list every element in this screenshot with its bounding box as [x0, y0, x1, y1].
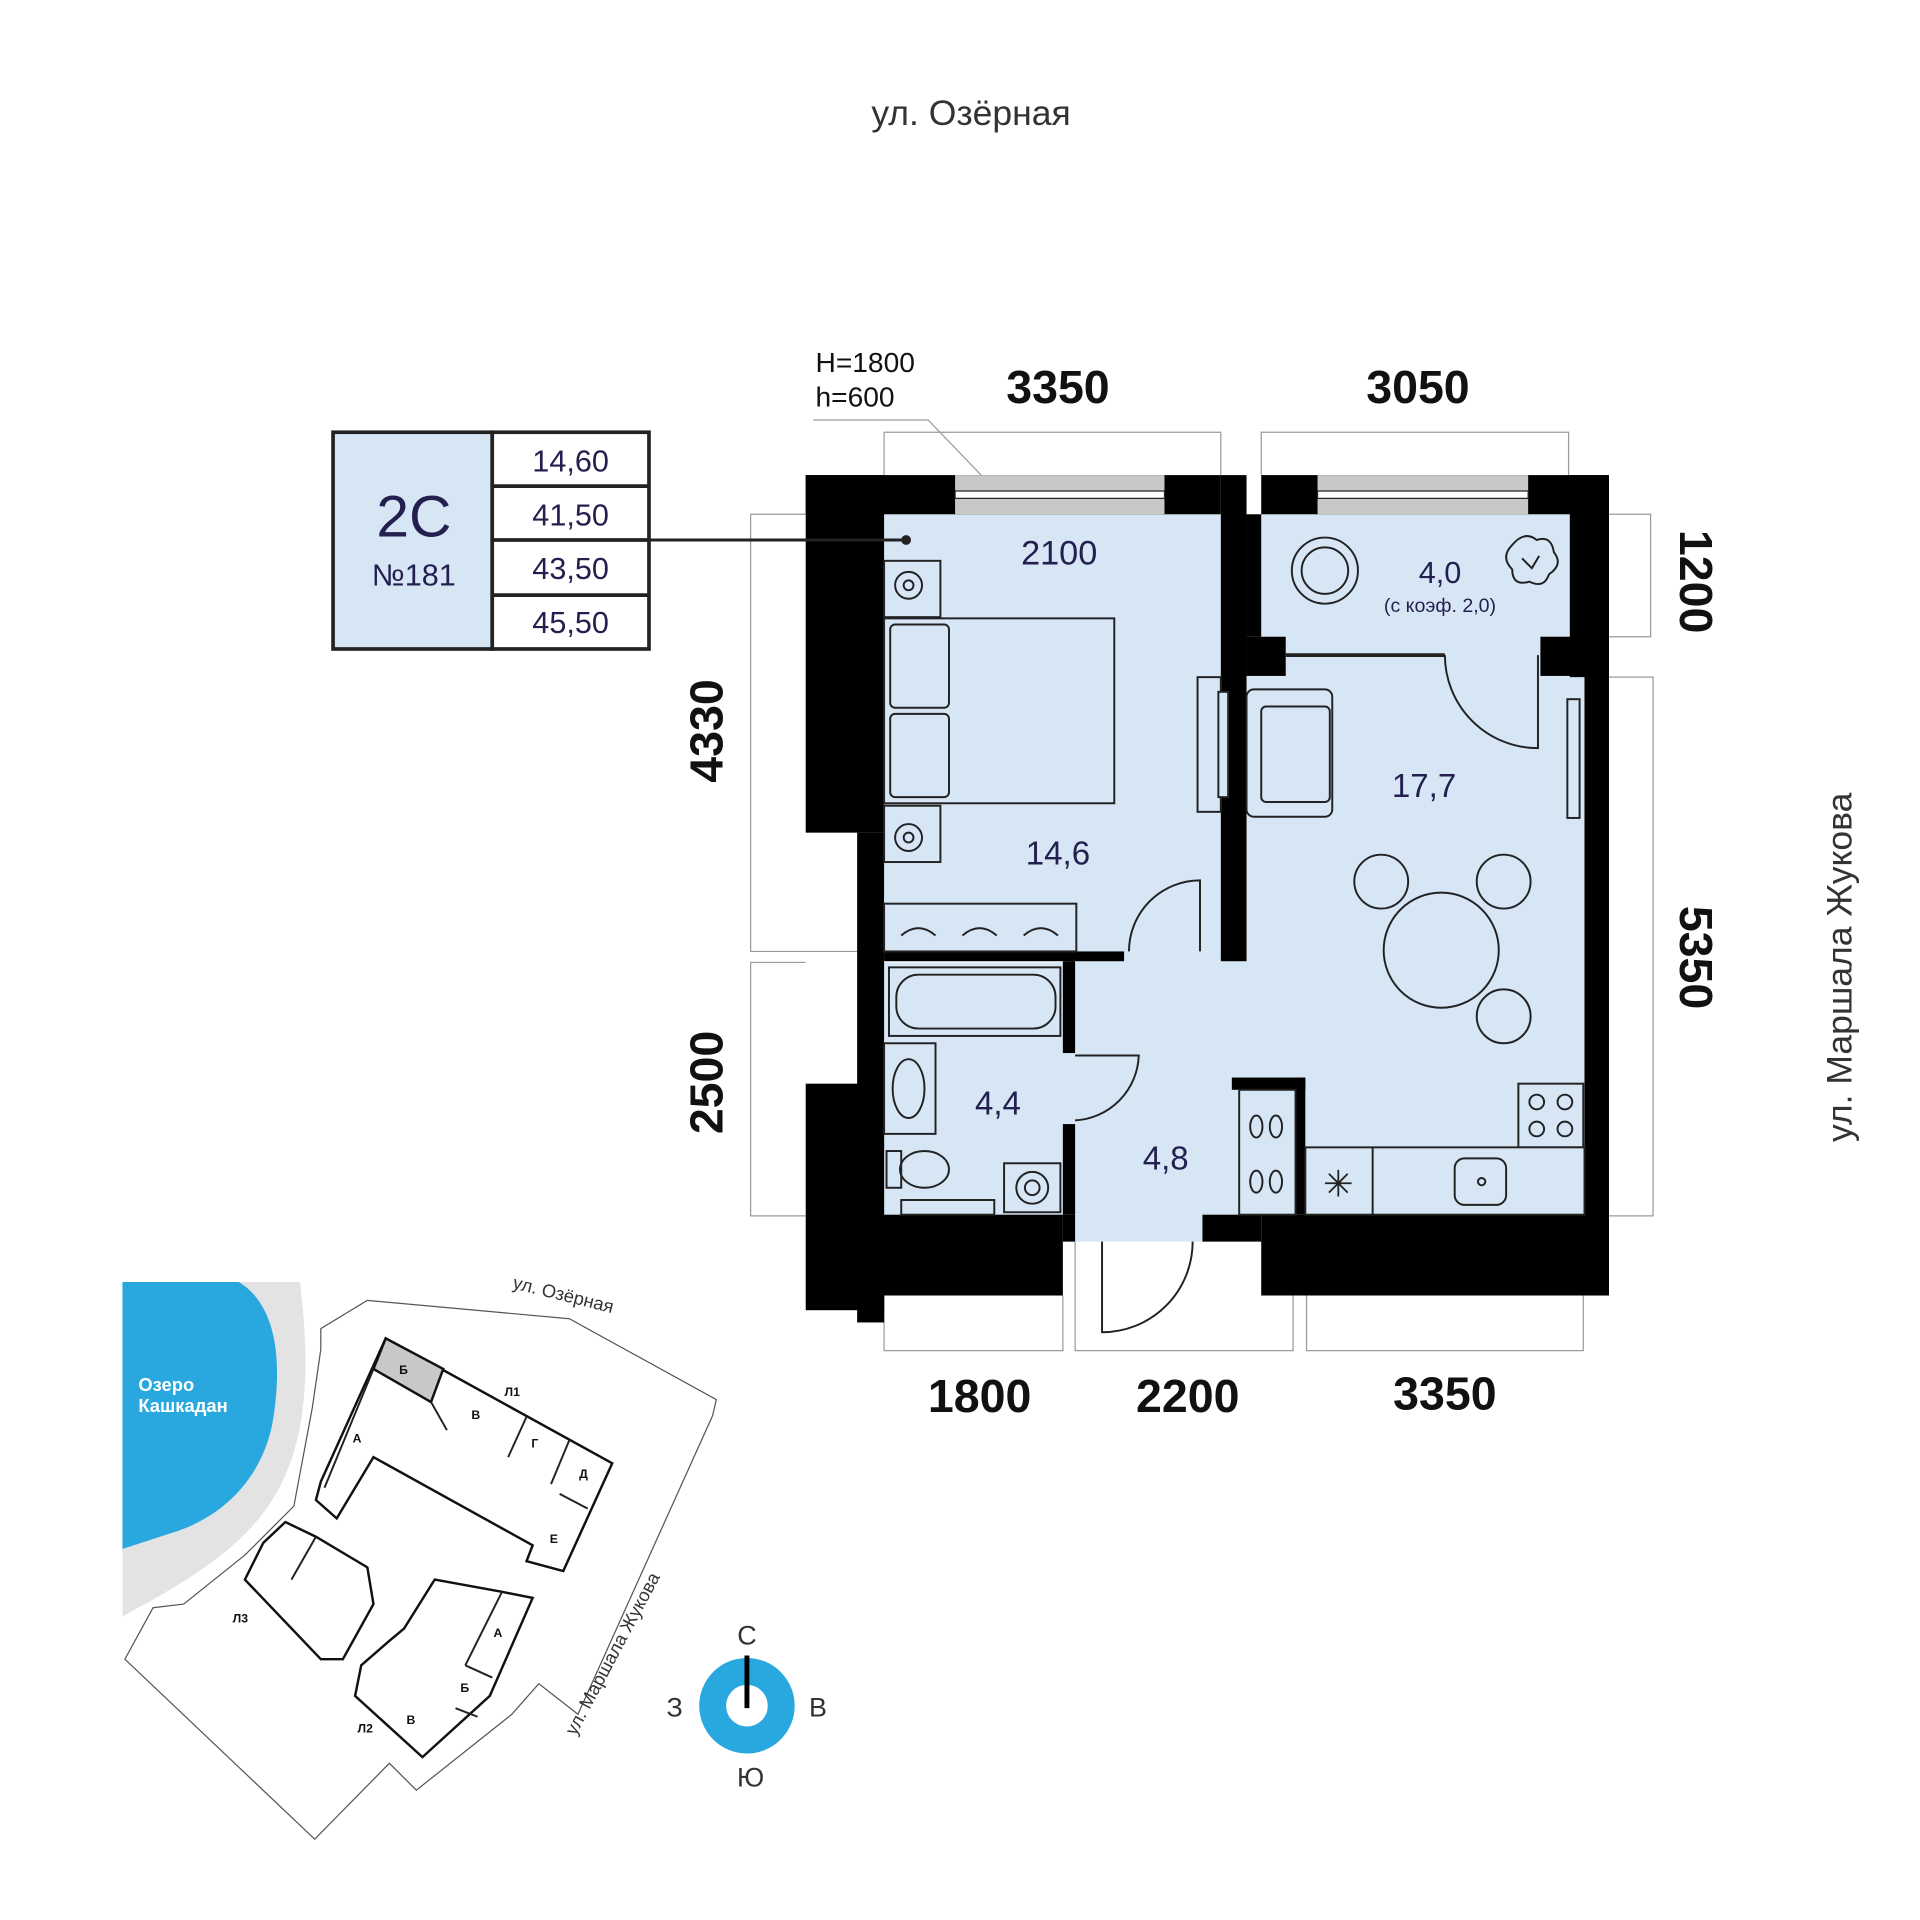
- window-sill-note: h=600: [816, 382, 895, 413]
- dim-top-left: 3350: [1006, 361, 1109, 413]
- tv-cabinet-icon: [1196, 676, 1230, 813]
- street-right-label: ул. Маршала Жукова: [1819, 792, 1859, 1142]
- section-l1-e: Е: [550, 1532, 558, 1546]
- dim-right-top: 1200: [1670, 530, 1722, 633]
- area-living: 14,60: [532, 444, 609, 478]
- room-area-bedroom: 14,6: [1026, 835, 1090, 872]
- entrance-door-icon: [1101, 1241, 1194, 1334]
- dining-table-icon: [1382, 891, 1500, 1009]
- lake-label-line2: Кашкадан: [138, 1395, 227, 1416]
- building-l3-label: Л3: [233, 1611, 249, 1625]
- bathroom-door-icon: [1075, 1054, 1140, 1122]
- kitchen-counter-icon: [1304, 1146, 1586, 1216]
- dim-left-top: 4330: [680, 679, 732, 782]
- section-l1-b: Б: [399, 1363, 408, 1377]
- section-l2-v: В: [407, 1713, 416, 1727]
- sofa-icon: [1245, 688, 1334, 818]
- lake: [122, 1282, 278, 1549]
- dim-top-right: 3050: [1366, 361, 1469, 413]
- compass-south: Ю: [737, 1763, 764, 1793]
- fridge-icon: ✳: [1323, 1163, 1354, 1204]
- section-l2-b: Б: [460, 1681, 469, 1695]
- lake-label-line1: Озеро: [138, 1374, 194, 1395]
- street-top-label: ул. Озёрная: [871, 93, 1070, 133]
- dim-bottom-left: 1800: [928, 1370, 1031, 1422]
- window-balcony: [1316, 475, 1529, 515]
- apartment-number: №181: [372, 558, 456, 592]
- building-l1: [314, 1336, 614, 1573]
- kitchen-sink-icon: [1453, 1157, 1508, 1206]
- window-width-label: 2100: [1021, 534, 1097, 572]
- shoe-rack-icon: [1238, 1088, 1297, 1216]
- room-area-balcony: 4,0: [1419, 556, 1462, 590]
- balcony-coefficient-note: (с коэф. 2,0): [1384, 595, 1496, 617]
- room-area-hall: 4,8: [1143, 1140, 1189, 1177]
- room-area-living: 17,7: [1392, 768, 1456, 805]
- window-height-note: H=1800: [816, 347, 915, 378]
- area-full: 45,50: [532, 606, 609, 640]
- section-l1-d: Д: [579, 1467, 588, 1481]
- bed-icon: [883, 617, 1116, 805]
- building-l3: [243, 1520, 375, 1661]
- washing-machine-icon: [1003, 1162, 1062, 1214]
- site-street-right: ул. Маршала Жукова: [561, 1568, 665, 1738]
- washbasin-icon: [883, 1042, 937, 1135]
- toilet-icon: [885, 1150, 950, 1189]
- area-total: 41,50: [532, 498, 609, 532]
- compass-north: С: [737, 1620, 756, 1650]
- balcony-armchair-icon: [1290, 536, 1359, 605]
- dim-left-bottom: 2500: [680, 1031, 732, 1134]
- bedroom-door-icon: [1128, 879, 1201, 952]
- chair-icon: [1353, 853, 1532, 1045]
- building-l1-label: Л1: [504, 1385, 520, 1399]
- compass-west: З: [667, 1693, 683, 1723]
- balcony-door-icon: [1443, 655, 1539, 750]
- shelf-icon: [900, 1199, 996, 1216]
- apartment-type: 2С: [376, 484, 451, 549]
- dim-bottom-right: 3350: [1393, 1367, 1496, 1419]
- area-with-balcony: 43,50: [532, 552, 609, 586]
- bathtub-icon: [888, 966, 1062, 1037]
- leader-dot: [901, 535, 912, 545]
- site-boundary: [124, 1299, 718, 1841]
- section-l1-v: В: [471, 1408, 480, 1422]
- compass: С В З Ю: [667, 1620, 827, 1792]
- site-map: Озеро Кашкадан ул. Озёрная ул. Маршала Ж…: [122, 1272, 718, 1841]
- building-l2: [353, 1578, 535, 1759]
- plant-icon: [1505, 535, 1559, 586]
- apartment-info-table: 2С №181 14,60 41,50 43,50 45,50: [331, 430, 651, 651]
- room-area-bathroom: 4,4: [975, 1085, 1021, 1122]
- section-l1-g: Г: [531, 1436, 538, 1450]
- stove-icon: [1517, 1082, 1585, 1149]
- wall-tv-icon: [1566, 698, 1581, 819]
- site-street-top: ул. Озёрная: [511, 1272, 616, 1317]
- building-l2-label: Л2: [358, 1722, 374, 1736]
- section-l1-a: А: [353, 1431, 362, 1445]
- dim-right-bottom: 5350: [1670, 906, 1722, 1009]
- section-l2-a: А: [493, 1626, 502, 1640]
- dim-bottom-middle: 2200: [1136, 1370, 1239, 1422]
- window-bedroom: [954, 475, 1166, 515]
- compass-east: В: [809, 1693, 827, 1723]
- nightstand-icon: [883, 559, 942, 864]
- wardrobe-icon: [883, 902, 1078, 953]
